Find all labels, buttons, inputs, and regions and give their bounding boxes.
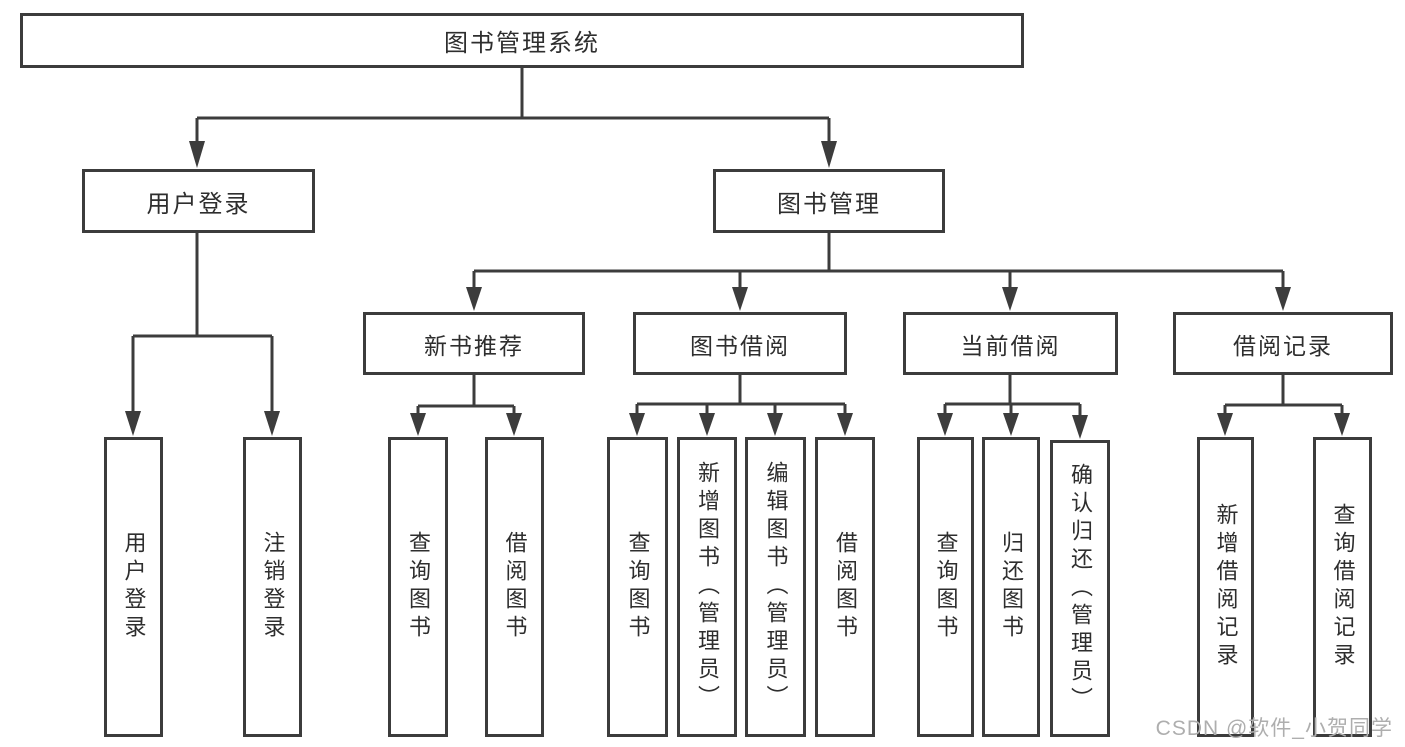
node-library-management-system: 图书管理系统 bbox=[20, 13, 1024, 68]
node-borrowing-records: 借阅记录 bbox=[1173, 312, 1393, 375]
edges-new-book-recommend-children bbox=[410, 375, 522, 436]
csdn-watermark: CSDN @软件_小贺同学 bbox=[1155, 717, 1393, 740]
node-user-login: 用户登录 bbox=[82, 169, 315, 233]
edges-root-to-level2 bbox=[189, 68, 837, 168]
node-book-management: 图书管理 bbox=[713, 169, 945, 233]
leaf-bb-borrow-books: 借阅图书 bbox=[815, 437, 875, 737]
node-current-borrowing: 当前借阅 bbox=[903, 312, 1118, 375]
edges-current-borrowing-children bbox=[937, 375, 1088, 439]
node-book-borrowing: 图书借阅 bbox=[633, 312, 847, 375]
leaf-user-login: 用户登录 bbox=[104, 437, 163, 737]
leaf-br-add-record: 新增借阅记录 bbox=[1197, 437, 1254, 737]
leaf-bb-add-books-admin: 新增图书（管理员） bbox=[677, 437, 737, 737]
edges-borrowing-records-children bbox=[1217, 375, 1350, 436]
edges-book-management-children bbox=[466, 233, 1291, 311]
leaf-nb-borrow-books: 借阅图书 bbox=[485, 437, 544, 737]
leaf-logout: 注销登录 bbox=[243, 437, 302, 737]
leaf-br-query-record: 查询借阅记录 bbox=[1313, 437, 1372, 737]
edges-book-borrowing-children bbox=[629, 375, 853, 436]
leaf-nb-query-books: 查询图书 bbox=[388, 437, 448, 737]
leaf-cb-return-books: 归还图书 bbox=[982, 437, 1040, 737]
leaf-cb-query-books: 查询图书 bbox=[917, 437, 974, 737]
edges-user-login-children bbox=[125, 233, 280, 436]
leaf-bb-edit-books-admin: 编辑图书（管理员） bbox=[745, 437, 806, 737]
leaf-cb-confirm-return-admin: 确认归还（管理员） bbox=[1050, 440, 1110, 737]
leaf-bb-query-books: 查询图书 bbox=[607, 437, 668, 737]
node-new-book-recommend: 新书推荐 bbox=[363, 312, 585, 375]
